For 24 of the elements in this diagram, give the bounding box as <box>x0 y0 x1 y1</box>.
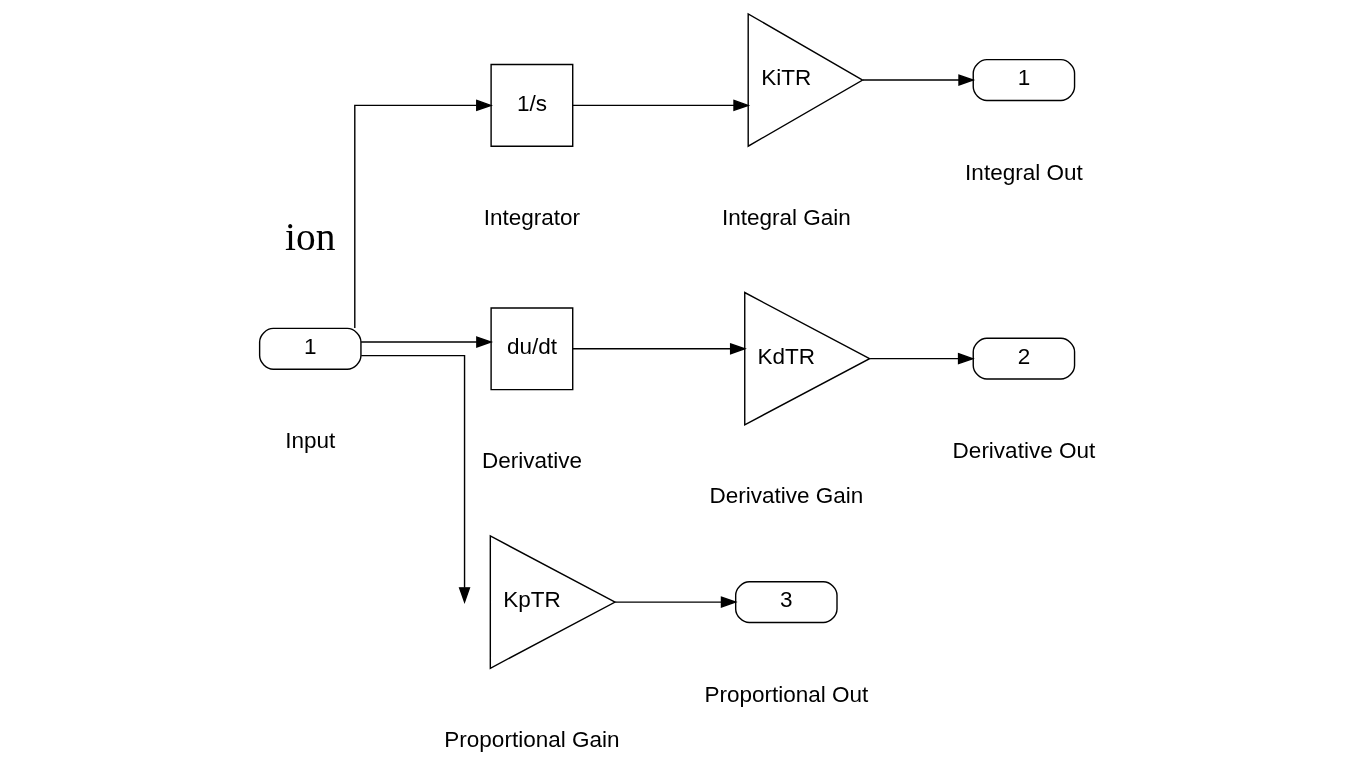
node-box: 1 <box>972 58 1075 102</box>
node-box: 1 <box>258 327 362 370</box>
node-label: Derivative Gain <box>708 483 863 509</box>
arrow <box>571 342 747 355</box>
arrow <box>861 74 975 86</box>
node-box: 2 <box>972 337 1075 380</box>
arrow <box>359 336 493 348</box>
node-box: du/dt <box>489 307 573 391</box>
arrow <box>868 352 975 365</box>
node-label: Integral Out <box>964 159 1083 185</box>
node-label: Integral Gain <box>721 204 851 230</box>
arrow <box>571 99 750 112</box>
node-box: 3 <box>734 581 838 624</box>
node-label: Derivative Out <box>952 438 1095 464</box>
label: ion <box>284 215 335 260</box>
node-label: Input <box>284 428 335 454</box>
node-box: 1/s <box>489 63 573 147</box>
node-label: Proportional Gain <box>443 726 619 752</box>
node-label: Proportional Out <box>703 681 868 707</box>
arrow <box>614 596 738 609</box>
arrow <box>353 99 493 329</box>
node-label: Integrator <box>483 204 580 230</box>
arrow <box>360 354 470 605</box>
node-label: Derivative <box>481 448 582 474</box>
